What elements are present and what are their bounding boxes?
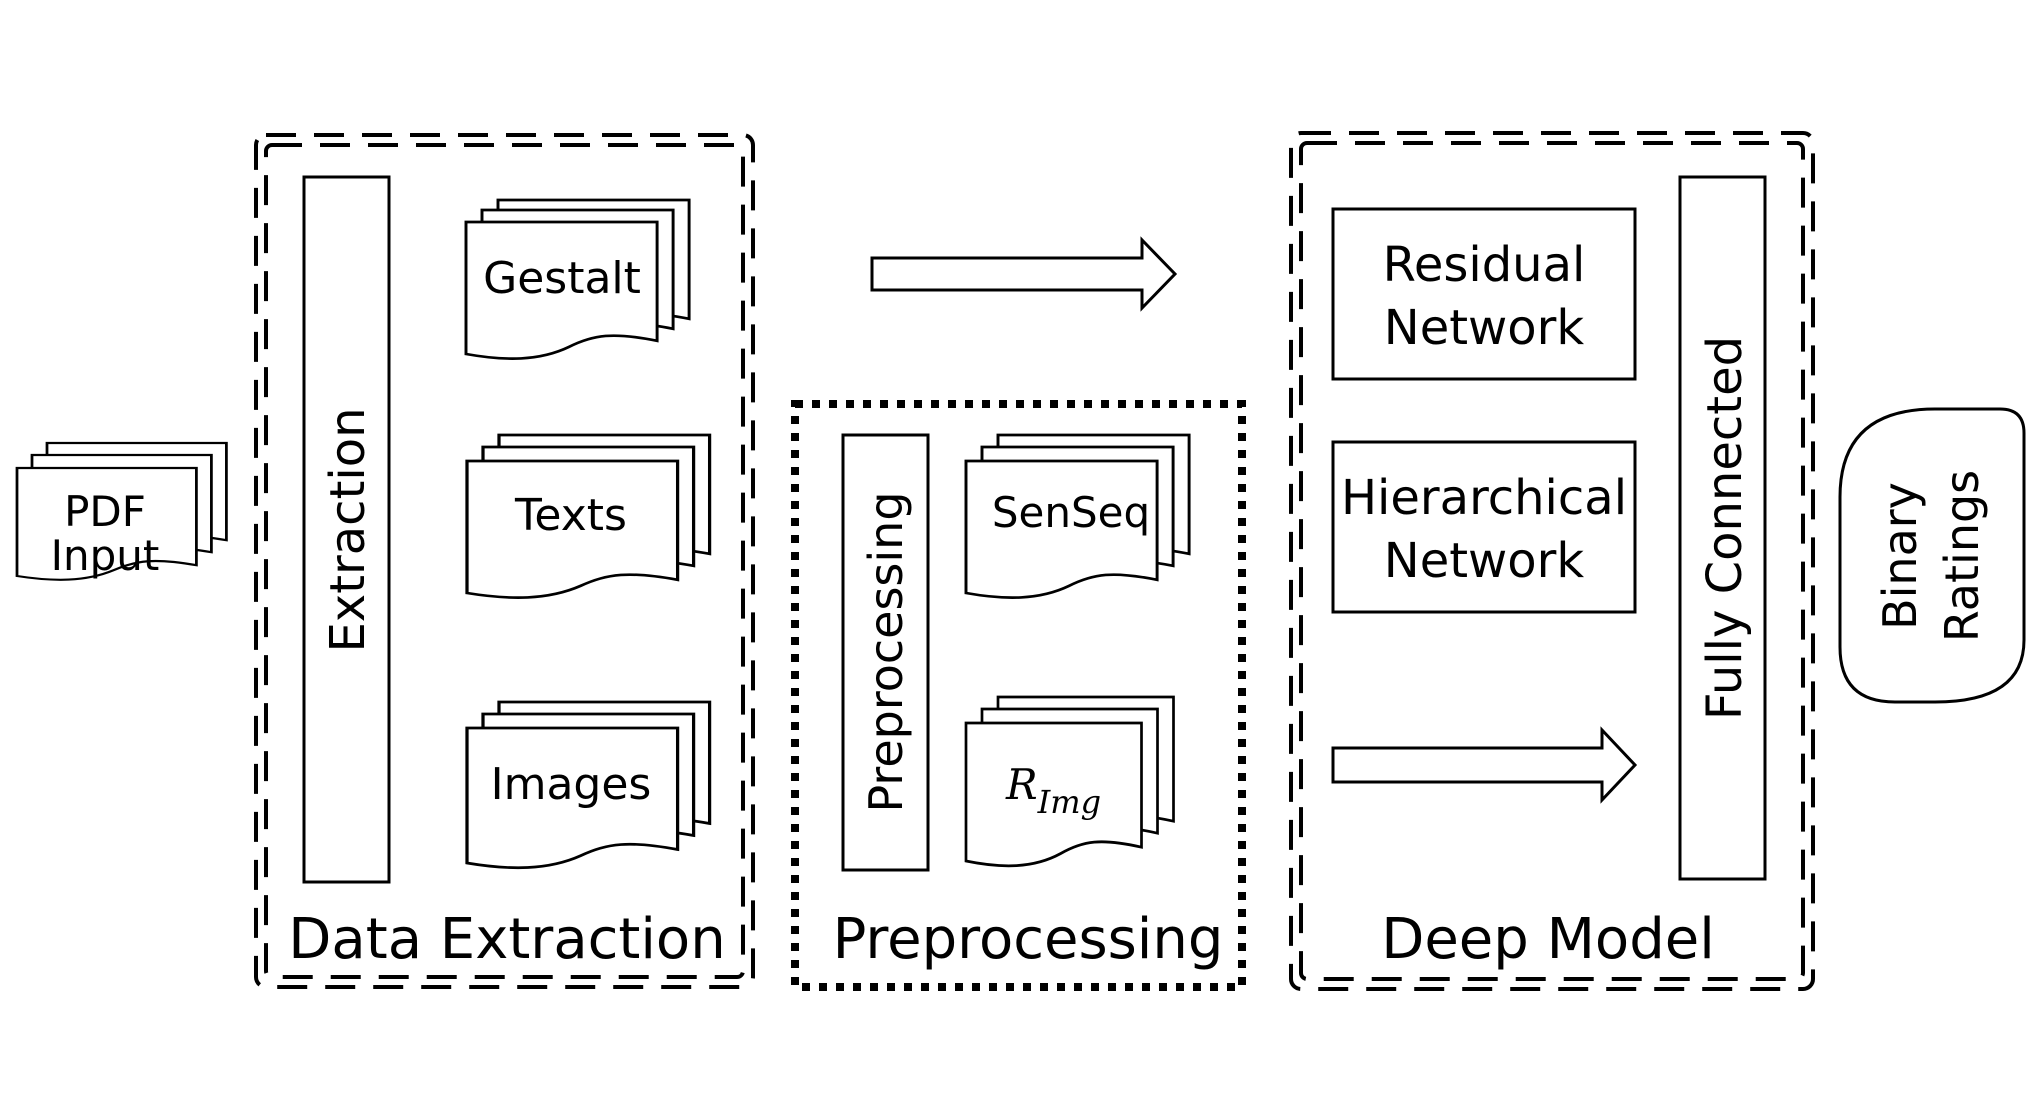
binary-ratings-label-line1: Binary bbox=[1873, 482, 1927, 630]
texts-node: Texts bbox=[465, 433, 712, 600]
deep-model-frame bbox=[1289, 131, 1815, 991]
pdf-input-label-line1: PDF bbox=[64, 487, 146, 536]
images-node: Images bbox=[465, 700, 712, 870]
preprocessing-block: Preprocessing bbox=[841, 433, 930, 872]
residual-network-label-line2: Network bbox=[1384, 300, 1585, 356]
pdf-input-node: PDF Input bbox=[15, 441, 228, 582]
r-img-base: R bbox=[1005, 760, 1038, 809]
images-label: Images bbox=[491, 759, 652, 810]
residual-network-label-line1: Residual bbox=[1383, 237, 1586, 293]
residual-network-node: Residual Network bbox=[1331, 207, 1637, 381]
texts-label: Texts bbox=[514, 490, 627, 541]
r-img-subscript: Img bbox=[1037, 783, 1101, 821]
binary-ratings-label-line2: Ratings bbox=[1935, 470, 1989, 642]
fully-connected-block: Fully Connected bbox=[1678, 175, 1767, 881]
r-img-node: RImg bbox=[964, 695, 1175, 868]
pdf-input-label-line2: Input bbox=[51, 531, 160, 580]
data-extraction-title: Data Extraction bbox=[288, 907, 725, 972]
senseq-node: SenSeq bbox=[964, 433, 1191, 600]
arrow-right-top bbox=[870, 236, 1178, 312]
r-img-label: RImg bbox=[1005, 760, 1101, 821]
preprocessing-title: Preprocessing bbox=[833, 907, 1224, 972]
extraction-label: Extraction bbox=[320, 407, 376, 652]
deep-model-title: Deep Model bbox=[1381, 907, 1715, 972]
binary-ratings-node: Binary Ratings bbox=[1838, 407, 2026, 704]
preprocessing-block-label: Preprocessing bbox=[859, 491, 913, 812]
fully-connected-label: Fully Connected bbox=[1697, 336, 1753, 720]
hierarchical-network-label-line1: Hierarchical bbox=[1341, 470, 1627, 526]
gestalt-label: Gestalt bbox=[483, 253, 641, 304]
arrow-right-bottom bbox=[1331, 726, 1638, 804]
preprocessing-frame bbox=[791, 400, 1246, 991]
extraction-block: Extraction bbox=[302, 175, 391, 884]
hierarchical-network-label-line2: Network bbox=[1384, 533, 1585, 589]
gestalt-node: Gestalt bbox=[464, 198, 691, 361]
data-extraction-frame bbox=[254, 133, 755, 989]
hierarchical-network-node: Hierarchical Network bbox=[1331, 440, 1637, 614]
senseq-label: SenSeq bbox=[992, 488, 1150, 537]
